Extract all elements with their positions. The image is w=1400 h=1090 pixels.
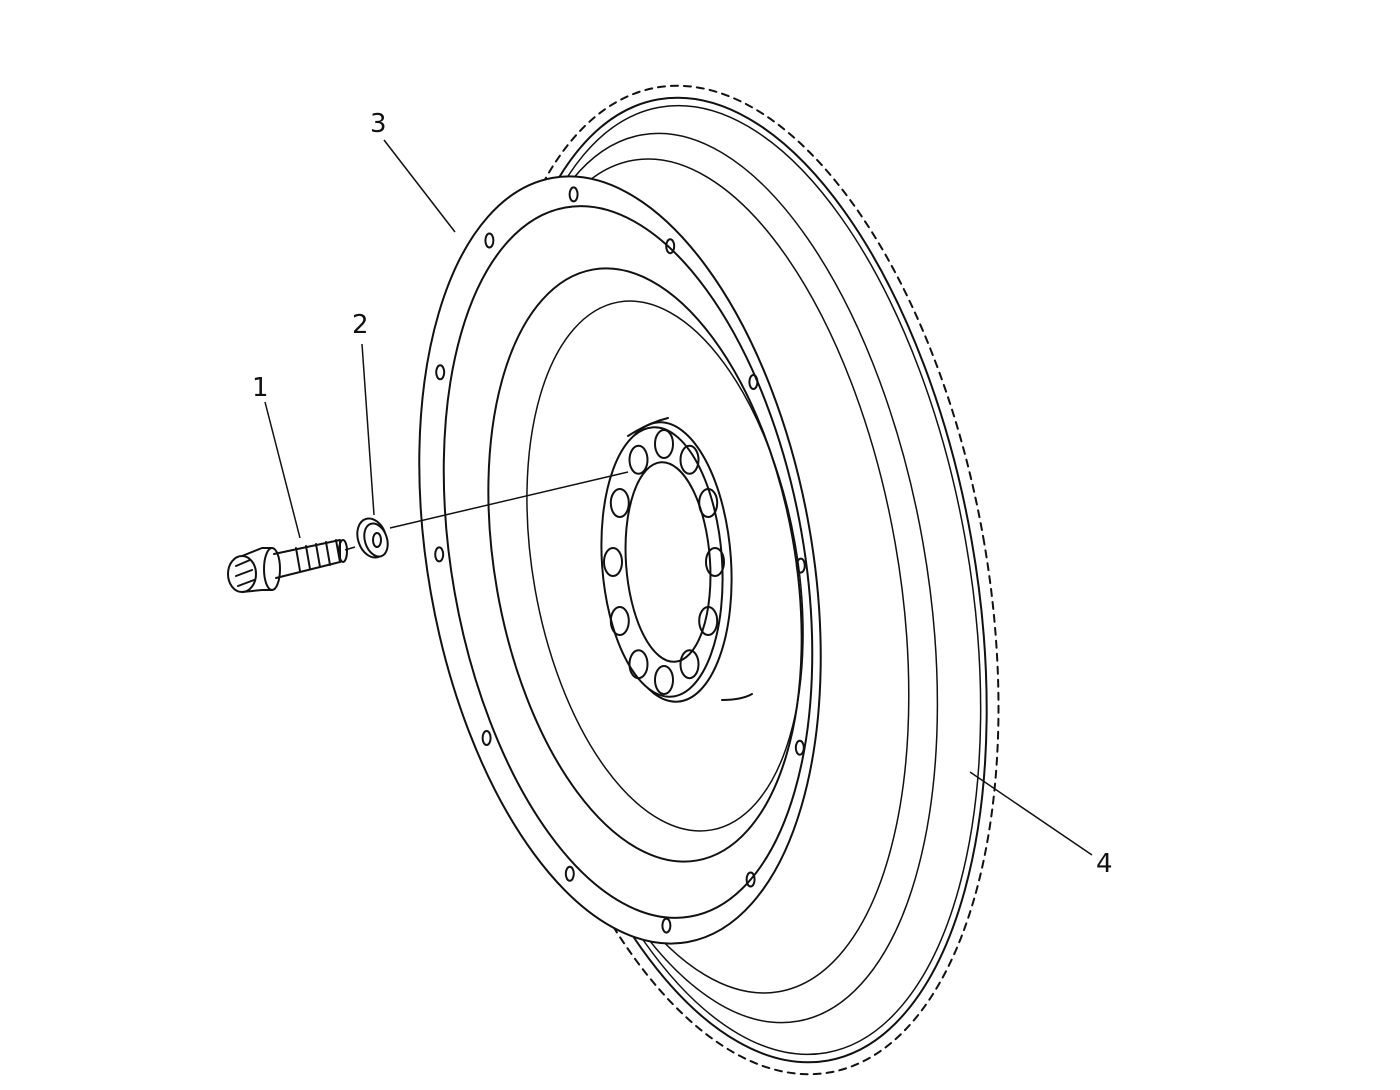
mounting-hole (484, 232, 495, 249)
hub-bolt-hole (628, 444, 649, 475)
hub-bolt-hole (698, 488, 719, 518)
hub-bolt-hole (654, 429, 674, 459)
hub-bolt-hole (679, 444, 700, 475)
hub-bolt-hole (698, 606, 719, 636)
mounting-hole (564, 865, 575, 882)
leader-line-2 (361, 343, 375, 516)
mounting-hole (568, 186, 579, 203)
leader-line-1 (264, 401, 301, 539)
mounting-hole (748, 374, 759, 390)
leader-line-4 (969, 771, 1093, 856)
callout-3: 3 (370, 109, 387, 139)
mounting-holes (434, 186, 806, 934)
mounting-hole (435, 364, 446, 381)
callout-1: 1 (252, 373, 269, 403)
callout-4: 4 (1096, 849, 1113, 879)
hub-bolt-hole (609, 606, 630, 636)
hub-bolt-hole (679, 649, 700, 680)
hub-bolt-hole (654, 665, 674, 695)
bolt (227, 539, 348, 593)
hub-bolt-hole (603, 547, 623, 577)
flywheel-hub (600, 417, 753, 703)
hub-bolt-holes (603, 429, 725, 695)
hub-bolt-hole (705, 547, 725, 577)
mounting-hole (434, 546, 445, 563)
mounting-hole (665, 238, 676, 255)
assembly-center-line-left (344, 546, 356, 551)
mounting-hole (661, 917, 672, 934)
hub-bolt-hole (609, 488, 630, 518)
mounting-hole (795, 557, 806, 574)
leader-line-3 (383, 139, 456, 233)
mounting-hole (745, 871, 756, 888)
hub-bolt-hole (628, 649, 649, 680)
callout-2: 2 (352, 310, 369, 340)
washer (356, 517, 389, 559)
assembly-center-line (389, 471, 629, 529)
mounting-hole (794, 739, 805, 756)
mounting-hole (481, 730, 492, 746)
